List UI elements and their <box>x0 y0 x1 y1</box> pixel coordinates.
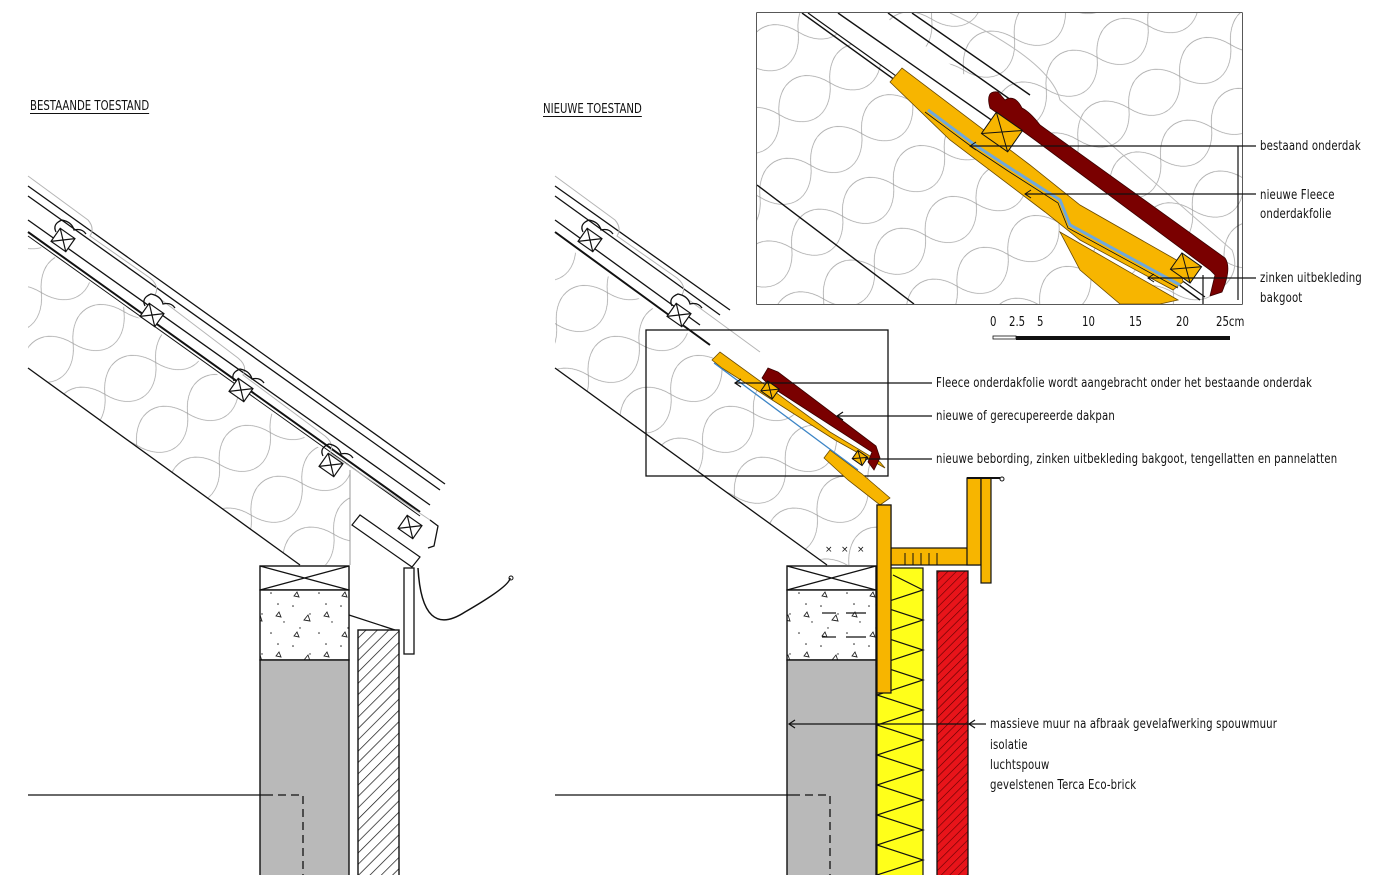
callout-massive-wall: massieve muur na afbraak gevelafwerking … <box>990 717 1278 732</box>
callout-leaders <box>733 146 1239 729</box>
callout-zinc-gutter-line2: bakgoot <box>1260 291 1303 306</box>
new-situation-title: NIEUWE TOESTAND <box>543 102 642 117</box>
scale-tick-0: 0 <box>990 315 997 330</box>
detail-frame-small <box>645 329 889 477</box>
scale-tick-2-5: 2.5 <box>1009 315 1026 330</box>
callout-insulation: isolatie <box>990 738 1028 753</box>
scale-tick-10: 10 <box>1082 315 1095 330</box>
callout-new-boarding: nieuwe bebording, zinken uitbekleding ba… <box>936 452 1338 467</box>
callout-new-fleece-line1: nieuwe Fleece <box>1260 188 1335 203</box>
scale-tick-5: 5 <box>1037 315 1044 330</box>
callout-existing-underlayment: bestaand onderdak <box>1260 139 1361 154</box>
callout-new-roof-tile: nieuwe of gerecupereerde dakpan <box>936 409 1115 424</box>
svg-text:×: × <box>841 545 849 555</box>
existing-situation-title: BESTAANDE TOESTAND <box>30 99 150 114</box>
callout-fleece-applied: Fleece onderdakfolie wordt aangebracht o… <box>936 376 1313 391</box>
callout-facing-bricks: gevelstenen Terca Eco-brick <box>990 778 1137 793</box>
scale-tick-15: 15 <box>1129 315 1142 330</box>
callout-air-cavity: luchtspouw <box>990 758 1050 773</box>
scale-bar <box>992 335 1230 342</box>
enlarged-detail <box>756 12 1256 305</box>
new-situation-drawing: × × × <box>554 175 1005 875</box>
svg-text:×: × <box>825 545 833 555</box>
scale-tick-25cm: 25cm <box>1216 315 1245 330</box>
callout-zinc-gutter-line1: zinken uitbekleding <box>1260 271 1362 286</box>
existing-situation-drawing <box>27 175 514 875</box>
callout-new-fleece-line2: onderdakfolie <box>1260 207 1332 222</box>
scale-tick-20: 20 <box>1176 315 1189 330</box>
svg-text:×: × <box>857 545 865 555</box>
